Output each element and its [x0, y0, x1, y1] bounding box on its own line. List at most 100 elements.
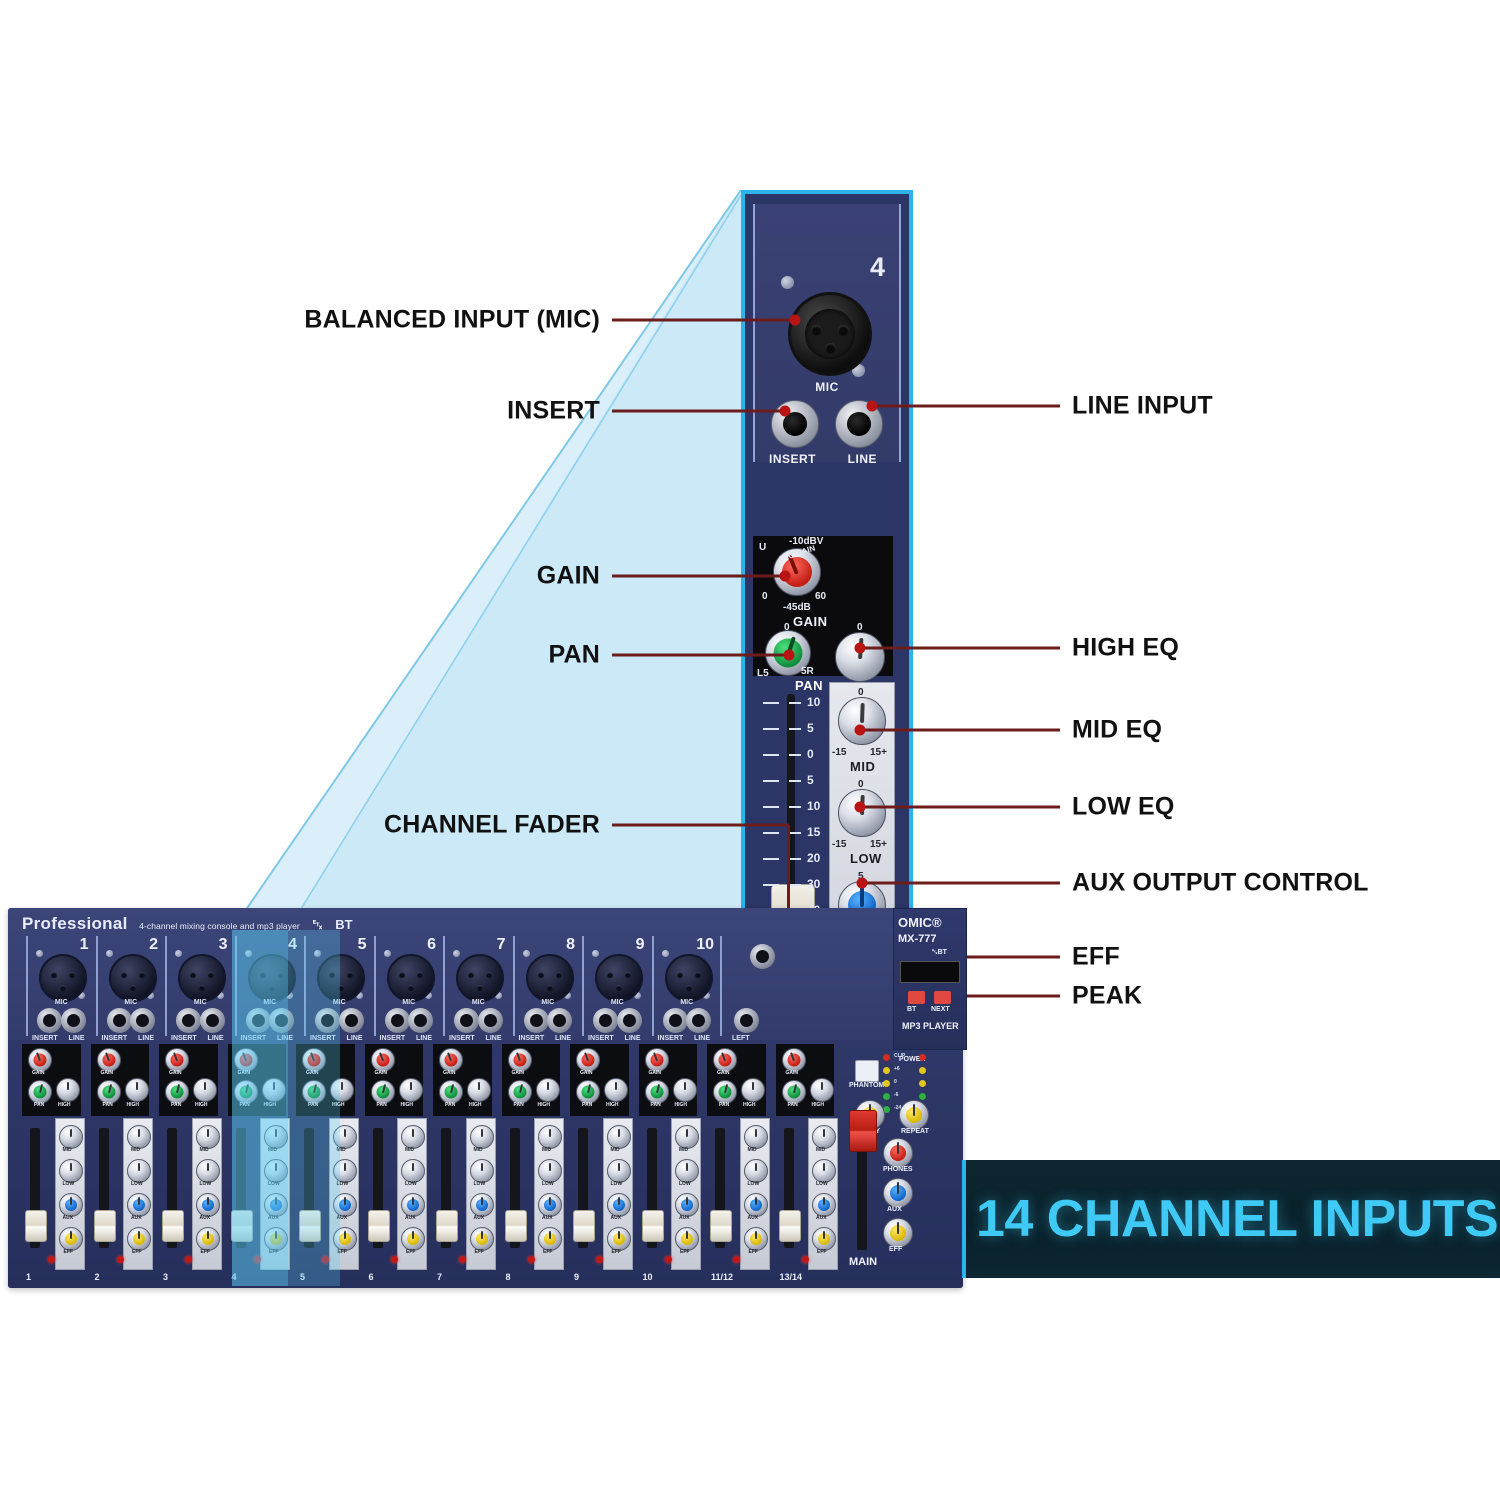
repeat-knob[interactable] [899, 1100, 929, 1130]
gain-knob[interactable] [576, 1048, 600, 1072]
mp3-bt-button[interactable] [908, 991, 925, 1004]
high-eq-knob[interactable] [467, 1078, 491, 1102]
channel-fader[interactable] [30, 1128, 40, 1248]
insert-jack[interactable] [245, 1008, 271, 1033]
mid-eq-knob[interactable] [675, 1125, 699, 1149]
line-jack[interactable] [269, 1008, 294, 1033]
eff-knob[interactable] [332, 1227, 357, 1251]
high-eq-knob[interactable] [741, 1078, 765, 1102]
eff-knob[interactable] [675, 1227, 699, 1251]
xlr-mic-connector[interactable] [247, 954, 296, 1002]
low-eq-knob[interactable] [332, 1159, 357, 1183]
fader-cap[interactable] [573, 1210, 595, 1242]
high-eq-knob[interactable] [261, 1078, 286, 1102]
line-jack[interactable] [616, 1008, 642, 1033]
high-eq-knob[interactable] [124, 1078, 149, 1102]
fader-cap[interactable] [778, 1210, 801, 1242]
master-eff-knob[interactable] [883, 1218, 913, 1248]
low-eq-knob[interactable] [606, 1159, 631, 1183]
high-eq-knob[interactable] [398, 1078, 423, 1102]
aux-knob[interactable] [401, 1193, 425, 1217]
gain-knob[interactable] [233, 1048, 258, 1072]
line-jack[interactable] [547, 1008, 572, 1033]
eff-knob[interactable] [743, 1227, 768, 1251]
channel-fader[interactable] [578, 1128, 588, 1248]
eff-knob[interactable] [401, 1227, 425, 1251]
insert-jack[interactable] [384, 1008, 410, 1033]
fader-cap[interactable] [504, 1210, 527, 1242]
insert-jack[interactable] [593, 1008, 618, 1033]
low-eq-knob[interactable] [401, 1159, 425, 1183]
insert-jack[interactable] [454, 1008, 479, 1033]
line-jack[interactable] [408, 1008, 433, 1033]
aux-knob[interactable] [812, 1193, 836, 1217]
fader-cap[interactable] [25, 1210, 47, 1242]
high-eq-knob[interactable] [330, 1078, 354, 1102]
aux-knob[interactable] [332, 1193, 357, 1217]
mid-eq-knob[interactable] [606, 1125, 631, 1149]
eff-knob[interactable] [812, 1227, 836, 1251]
mid-eq-knob[interactable] [538, 1125, 562, 1149]
fader-cap[interactable] [710, 1210, 732, 1242]
high-eq-knob[interactable] [672, 1078, 697, 1102]
pan-knob[interactable] [507, 1080, 532, 1104]
low-eq-knob[interactable] [675, 1159, 699, 1183]
phones-knob[interactable] [883, 1138, 913, 1168]
high-eq-knob[interactable] [193, 1078, 217, 1102]
mid-eq-knob[interactable] [401, 1125, 425, 1149]
fader-cap[interactable] [93, 1210, 116, 1242]
xlr-mic-connector[interactable] [108, 954, 157, 1002]
xlr-mic-connector[interactable] [178, 954, 227, 1002]
aux-knob[interactable] [743, 1193, 768, 1217]
gain-knob[interactable] [96, 1048, 121, 1072]
gain-knob[interactable] [439, 1048, 463, 1072]
fader-cap[interactable] [299, 1210, 321, 1242]
pan-knob[interactable] [233, 1080, 258, 1104]
channel-fader[interactable] [509, 1128, 520, 1248]
gain-knob[interactable] [507, 1048, 532, 1072]
insert-jack[interactable] [37, 1008, 62, 1033]
pan-knob[interactable] [370, 1080, 395, 1104]
pan-knob[interactable] [765, 630, 811, 676]
low-eq-knob[interactable] [469, 1159, 494, 1183]
insert-jack[interactable] [771, 400, 819, 448]
pan-knob[interactable] [781, 1080, 806, 1104]
pan-knob[interactable] [165, 1080, 189, 1104]
insert-jack[interactable] [523, 1008, 549, 1033]
line-jack[interactable] [686, 1008, 711, 1033]
phantom-power-button[interactable] [855, 1060, 879, 1082]
xlr-mic-connector[interactable] [788, 292, 872, 376]
high-eq-knob[interactable] [835, 632, 885, 682]
pan-knob[interactable] [96, 1080, 121, 1104]
eff-knob[interactable] [606, 1227, 631, 1251]
mid-eq-knob[interactable] [838, 697, 886, 745]
fader-cap[interactable] [162, 1210, 184, 1242]
line-jack[interactable] [477, 1008, 503, 1033]
channel-fader[interactable] [304, 1128, 314, 1248]
main-fader-cap[interactable] [849, 1110, 877, 1152]
line-jack[interactable] [60, 1008, 86, 1033]
eff-knob[interactable] [58, 1227, 83, 1251]
eff-knob[interactable] [469, 1227, 494, 1251]
mid-eq-knob[interactable] [58, 1125, 83, 1149]
mp3-next-button[interactable] [934, 991, 951, 1004]
channel-fader[interactable] [783, 1128, 794, 1248]
aux-knob[interactable] [58, 1193, 83, 1217]
low-eq-knob[interactable] [127, 1159, 151, 1183]
high-eq-knob[interactable] [56, 1078, 80, 1102]
aux-knob[interactable] [675, 1193, 699, 1217]
pan-knob[interactable] [576, 1080, 600, 1104]
channel-fader[interactable] [646, 1128, 657, 1248]
pan-knob[interactable] [302, 1080, 326, 1104]
mid-eq-knob[interactable] [195, 1125, 220, 1149]
channel-fader[interactable] [372, 1128, 383, 1248]
master-aux-knob[interactable] [883, 1178, 913, 1208]
aux-knob[interactable] [538, 1193, 562, 1217]
low-eq-knob[interactable] [812, 1159, 836, 1183]
xlr-mic-connector[interactable] [525, 954, 574, 1002]
channel-fader[interactable] [98, 1128, 109, 1248]
fader-cap[interactable] [230, 1210, 253, 1242]
main-fader[interactable] [857, 1140, 867, 1250]
high-eq-knob[interactable] [809, 1078, 834, 1102]
aux-knob[interactable] [469, 1193, 494, 1217]
